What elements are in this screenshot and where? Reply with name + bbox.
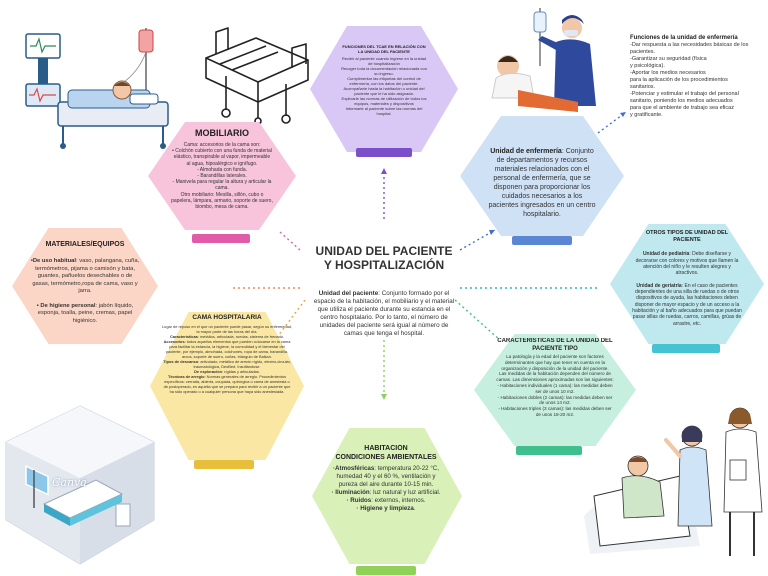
habitacion-ruido-text: : externos, internos.	[371, 497, 426, 504]
otros-geriatria-label: Unidad de geriatría	[636, 282, 682, 289]
funciones-tcae-band	[356, 148, 412, 157]
habitacion-ilum-label: · Iluminación	[331, 489, 370, 496]
cama-tec-text: : Normas generales de arreglo. Procedimi…	[163, 374, 291, 394]
otros-tipos-content: OTROS TIPOS DE UNIDAD DEL PACIENTE Unida…	[632, 230, 742, 342]
cama-title: CAMA HOSPITALARIA	[192, 314, 262, 321]
patient-in-bed-illustration	[25, 28, 169, 149]
cama-desc-label: Tipos de descanso	[163, 359, 199, 364]
center-title-line2: Y HOSPITALIZACIÓN	[323, 258, 445, 272]
cama-ext-label: De exploración	[194, 369, 223, 374]
cama-band	[194, 460, 254, 469]
otros-geriatria-text: : En el caso de pacientes dependientes d…	[632, 282, 742, 327]
cama-tec-label: Técnicas de arreglo	[167, 374, 205, 379]
habitacion-hig-text: .	[413, 505, 416, 512]
mobiliario-text: Cama: accesorios de la cama son: • Colch…	[171, 142, 273, 211]
connector-funciones	[597, 111, 627, 134]
connector-mobiliario	[279, 231, 301, 251]
funciones-tcae-content: FUNCIONES DEL TCAE EN RELACIÓN CON LA UN…	[340, 44, 428, 146]
funciones-enfermeria-block: Funciones de la unidad de enfermería -Da…	[630, 34, 760, 119]
cama-caract-text: : metálica, articulada, ruedas, sistema …	[197, 334, 284, 339]
habitacion-ilum-text: : luz natural y luz artificial.	[369, 489, 441, 496]
caracteristicas-band	[516, 446, 582, 455]
connector-cama	[274, 299, 306, 341]
otros-tipos-hexagon	[610, 224, 764, 344]
caracteristicas-text: La patología y la edad del paciente son …	[496, 354, 614, 417]
funciones-enfermeria-text: -Dar respuesta a las necesidades básicas…	[630, 42, 749, 118]
cama-ext-text: : rígidas y articuladas.	[222, 369, 260, 374]
materiales-uso-text: : vaso, palangana, cuña, termómetros, pi…	[32, 258, 140, 295]
otros-pediatria-text: : Debe diseñarse y decorarse con colores…	[635, 251, 739, 277]
habitacion-atm-text: : temperatura 20-22 °C, humedad 40 y el …	[336, 465, 439, 488]
unidad-enfermeria-text: : Conjunto de departamentos y recursos m…	[488, 148, 596, 218]
funciones-tcae-text: Recibir al paciente cuando ingrese en la…	[341, 56, 427, 116]
mobiliario-title: MOBILIARIO	[195, 128, 249, 138]
otros-pediatria-label: Unidad de pediatría	[642, 251, 690, 258]
center-definition: Unidad del paciente: Conjunto formado po…	[310, 282, 458, 338]
room-sign: Canva	[52, 476, 87, 489]
materiales-uso-label: •De uso habitual	[30, 258, 77, 265]
hospital-bed-sketch	[205, 27, 309, 125]
materiales-higiene-label: • De higiene personal	[36, 302, 96, 309]
cama-caract-label: Características	[170, 334, 198, 339]
mobiliario-band	[192, 234, 250, 243]
connector-enfermeria	[459, 229, 496, 251]
nurse-with-iv-illustration	[491, 8, 596, 112]
mobiliario-content: MOBILIARIO Cama: accesorios de la cama s…	[170, 128, 274, 230]
caracteristicas-content: CARACTERÍSTICAS DE LA UNIDAD DEL PACIENT…	[496, 338, 614, 446]
nurses-and-patient-illustration	[584, 407, 763, 556]
center-definition-term: Unidad del paciente	[318, 290, 379, 297]
cama-content: CAMA HOSPITALARIA Lugar de reposo en el …	[162, 314, 292, 460]
caracteristicas-title: CARACTERÍSTICAS DE LA UNIDAD DEL PACIENT…	[497, 338, 613, 352]
connector-caract	[454, 299, 501, 341]
otros-tipos-band	[652, 344, 720, 353]
unidad-enfermeria-title: Unidad de enfermería	[490, 148, 562, 155]
hospital-room-3d-illustration	[5, 405, 155, 565]
habitacion-title-line2: CONDICIONES AMBIENTALES	[335, 454, 437, 461]
cama-acc-label: Accesorios	[163, 339, 185, 344]
materiales-title: MATERIALES/EQUIPOS	[45, 241, 125, 248]
cama-acc-text: : todos aquellos elementos que pueden co…	[165, 339, 291, 359]
center-title: UNIDAD DEL PACIENTE Y HOSPITALIZACIÓN	[300, 244, 468, 272]
unidad-enfermeria-band	[512, 236, 572, 245]
cama-desc-text: : articulado, metálico de armón rígido, …	[193, 359, 291, 369]
materiales-higiene-text: : jabón líquido, esponja, toalla, peine,…	[37, 302, 134, 324]
funciones-tcae-title: FUNCIONES DEL TCAE EN RELACIÓN CON LA UN…	[342, 44, 426, 54]
habitacion-atm-label: ·Atmosféricas	[333, 465, 375, 472]
habitacion-hig-label: · Higiene y limpieza	[356, 505, 414, 512]
otros-tipos-title: OTROS TIPOS DE UNIDAD DEL PACIENTE	[645, 230, 729, 243]
center-title-line1: UNIDAD DEL PACIENTE	[315, 244, 453, 258]
habitacion-ruido-label: · Ruidos	[346, 497, 372, 504]
cama-text1: Lugar de reposo en el que un paciente pu…	[162, 324, 292, 334]
habitacion-title-line1: HABITACIÓN	[364, 445, 408, 452]
habitacion-content: HABITACIÓN CONDICIONES AMBIENTALES ·Atmo…	[328, 444, 444, 560]
habitacion-band	[356, 566, 416, 575]
materiales-content: MATERIALES/EQUIPOS •De uso habitual: vas…	[30, 240, 140, 340]
unidad-enfermeria-content: Unidad de enfermería: Conjunto de depart…	[488, 138, 596, 232]
center-definition-text: : Conjunto formado por el espacio de la …	[313, 290, 455, 337]
funciones-enfermeria-title: Funciones de la unidad de enfermería	[630, 35, 738, 41]
